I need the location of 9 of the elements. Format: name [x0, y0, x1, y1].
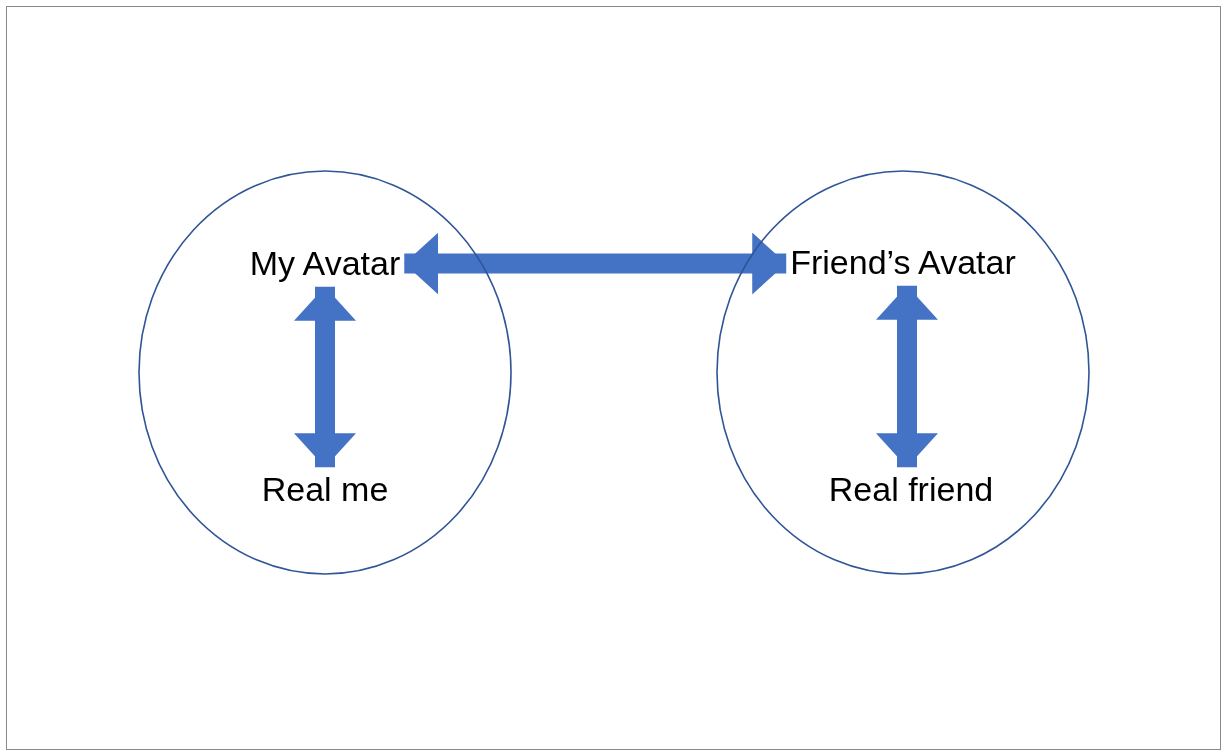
double-arrow: [876, 285, 938, 468]
circle-outline: [716, 170, 1090, 575]
double-arrow: [404, 232, 787, 295]
node-label: My Avatar: [249, 245, 401, 283]
circle-outline: [138, 170, 512, 575]
node-label: Friend’s Avatar: [790, 244, 1016, 282]
node-label: Real friend: [828, 471, 994, 509]
node-label: Real me: [261, 471, 389, 509]
double-arrow: [294, 286, 356, 468]
